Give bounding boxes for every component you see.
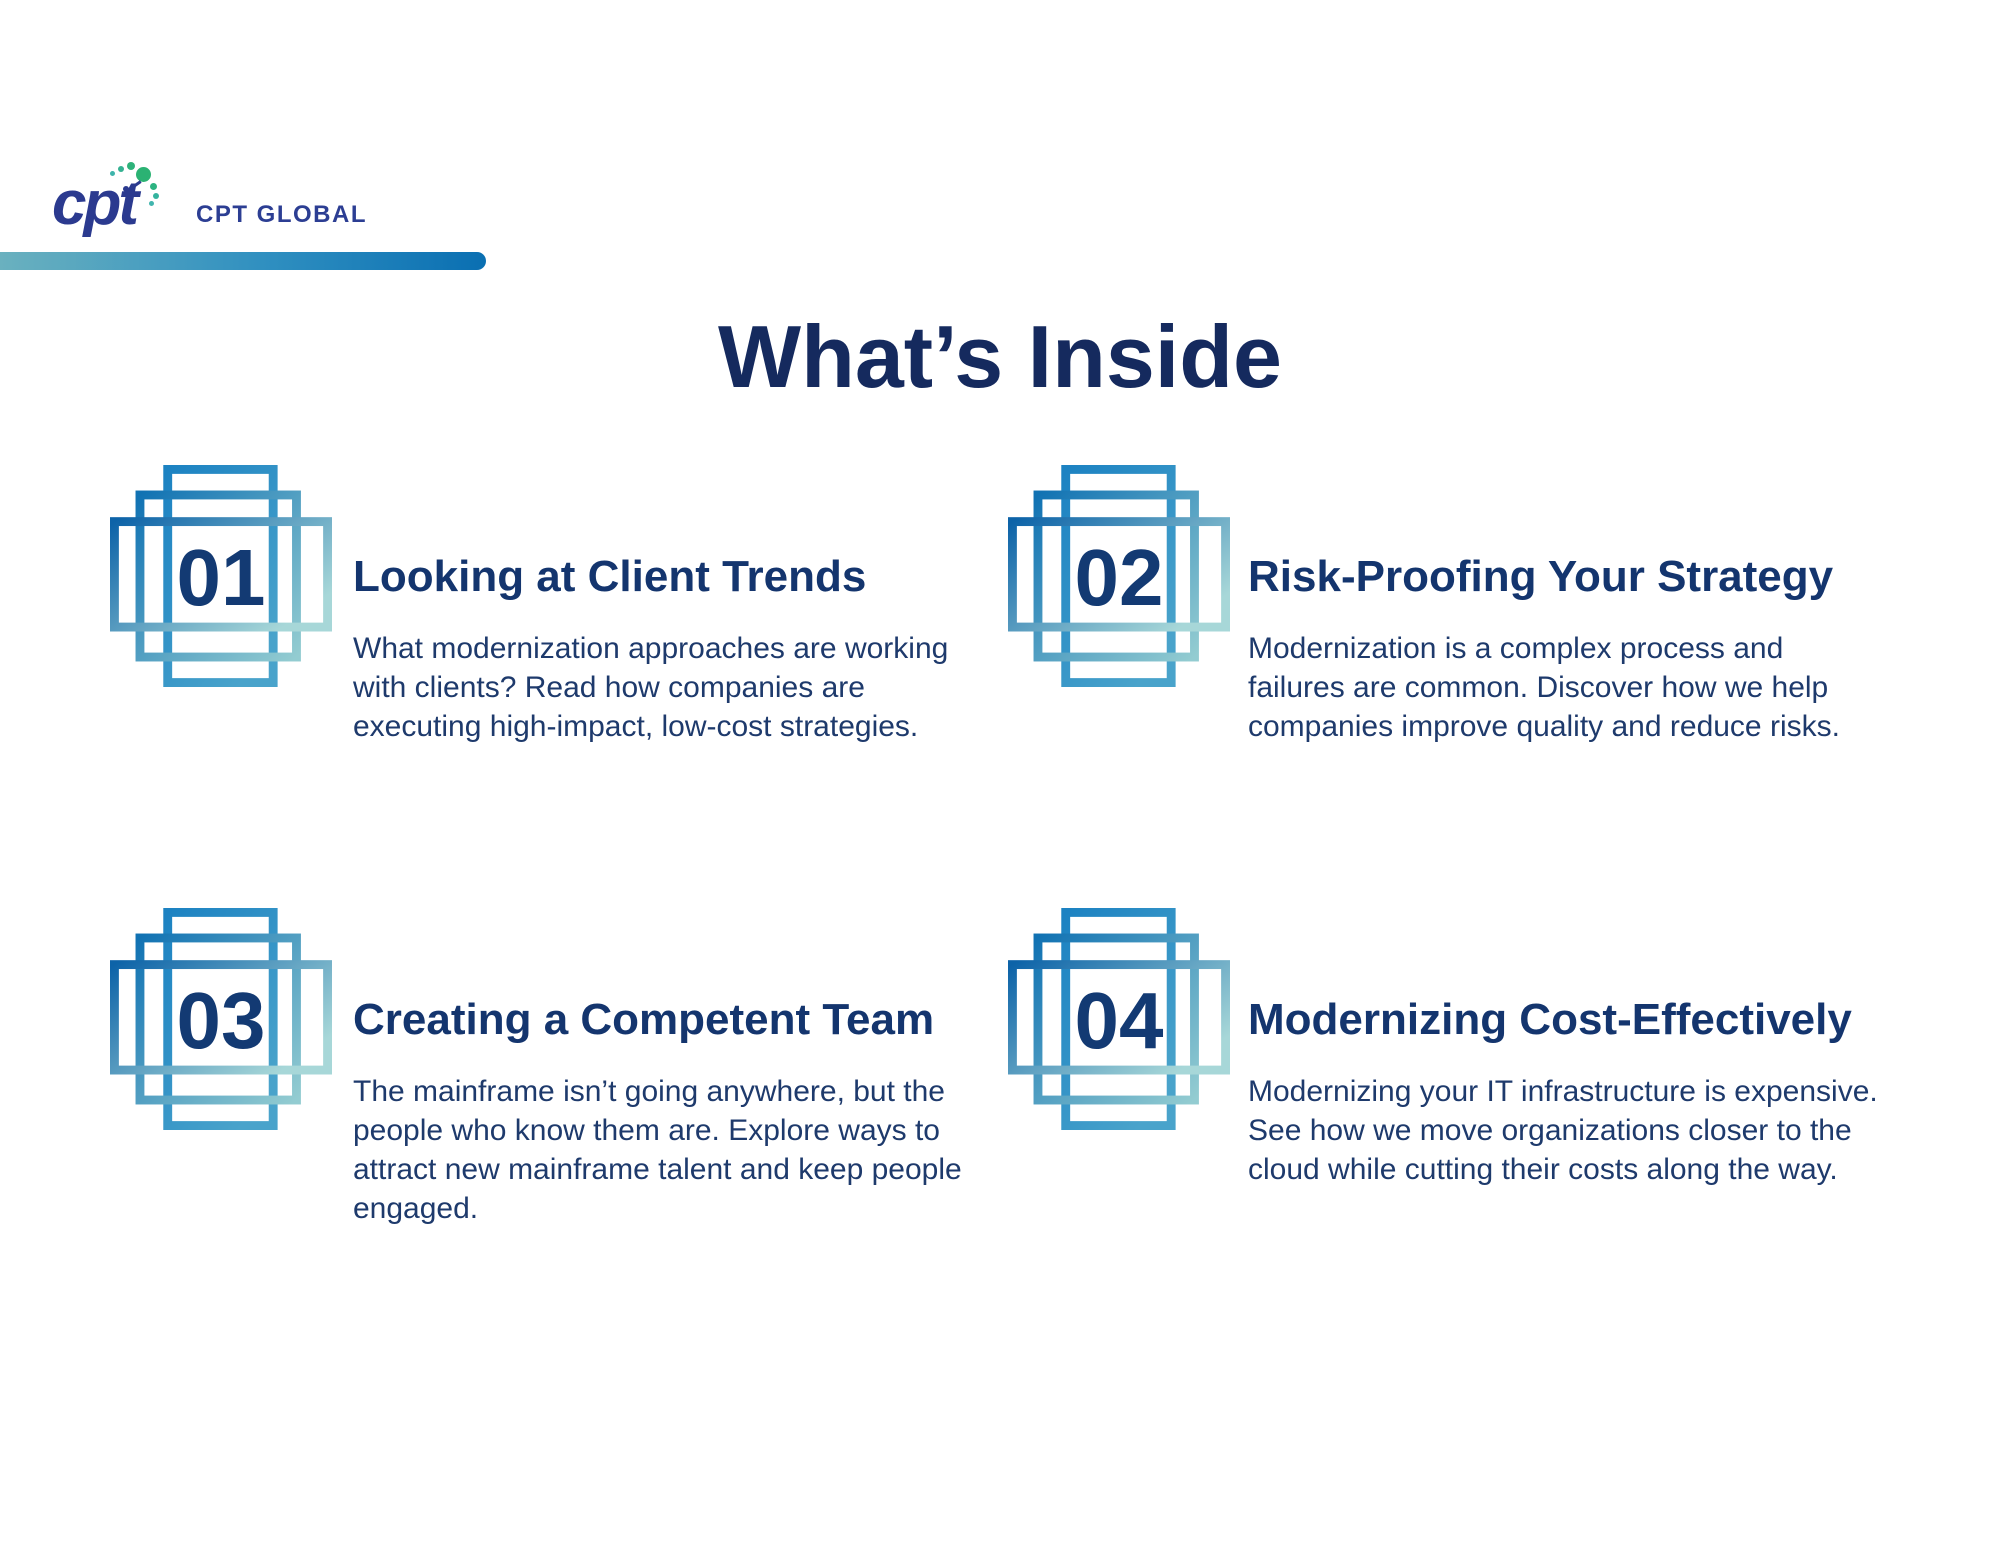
section-title: Looking at Client Trends	[353, 552, 867, 601]
logo-dot	[149, 201, 154, 206]
logo-dot	[110, 171, 115, 176]
company-name: CPT GLOBAL	[196, 201, 367, 228]
section-title: Modernizing Cost-Effectively	[1248, 995, 1852, 1044]
section-number: 03	[177, 976, 266, 1065]
header-gradient-rule	[0, 252, 486, 270]
section-number: 01	[177, 533, 266, 622]
overlapping-squares-icon: 01	[110, 465, 332, 687]
section-number: 04	[1075, 976, 1164, 1065]
section-title: Creating a Competent Team	[353, 995, 935, 1044]
logo-dot	[123, 186, 129, 192]
overlapping-squares-icon: 04	[1008, 908, 1230, 1130]
overlapping-squares-icon: 03	[110, 908, 332, 1130]
logo-dot	[127, 162, 135, 170]
section-description: What modernization approaches are workin…	[353, 632, 949, 743]
section-description: The mainframe isn’t going anywhere, but …	[353, 1075, 962, 1225]
logo-balloon-dot	[136, 167, 151, 182]
page-title: What’s Inside	[718, 307, 1282, 406]
logo-dot	[150, 183, 157, 190]
cpt-logo: cpt	[52, 169, 139, 238]
overlapping-squares-icon: 02	[1008, 465, 1230, 687]
section-description: Modernization is a complex process and f…	[1248, 632, 1840, 743]
section-number: 02	[1075, 533, 1164, 622]
section-title: Risk-Proofing Your Strategy	[1248, 552, 1834, 601]
logo-dot	[153, 193, 159, 199]
logo-dot	[118, 166, 124, 172]
section-description: Modernizing your IT infrastructure is ex…	[1248, 1075, 1878, 1186]
